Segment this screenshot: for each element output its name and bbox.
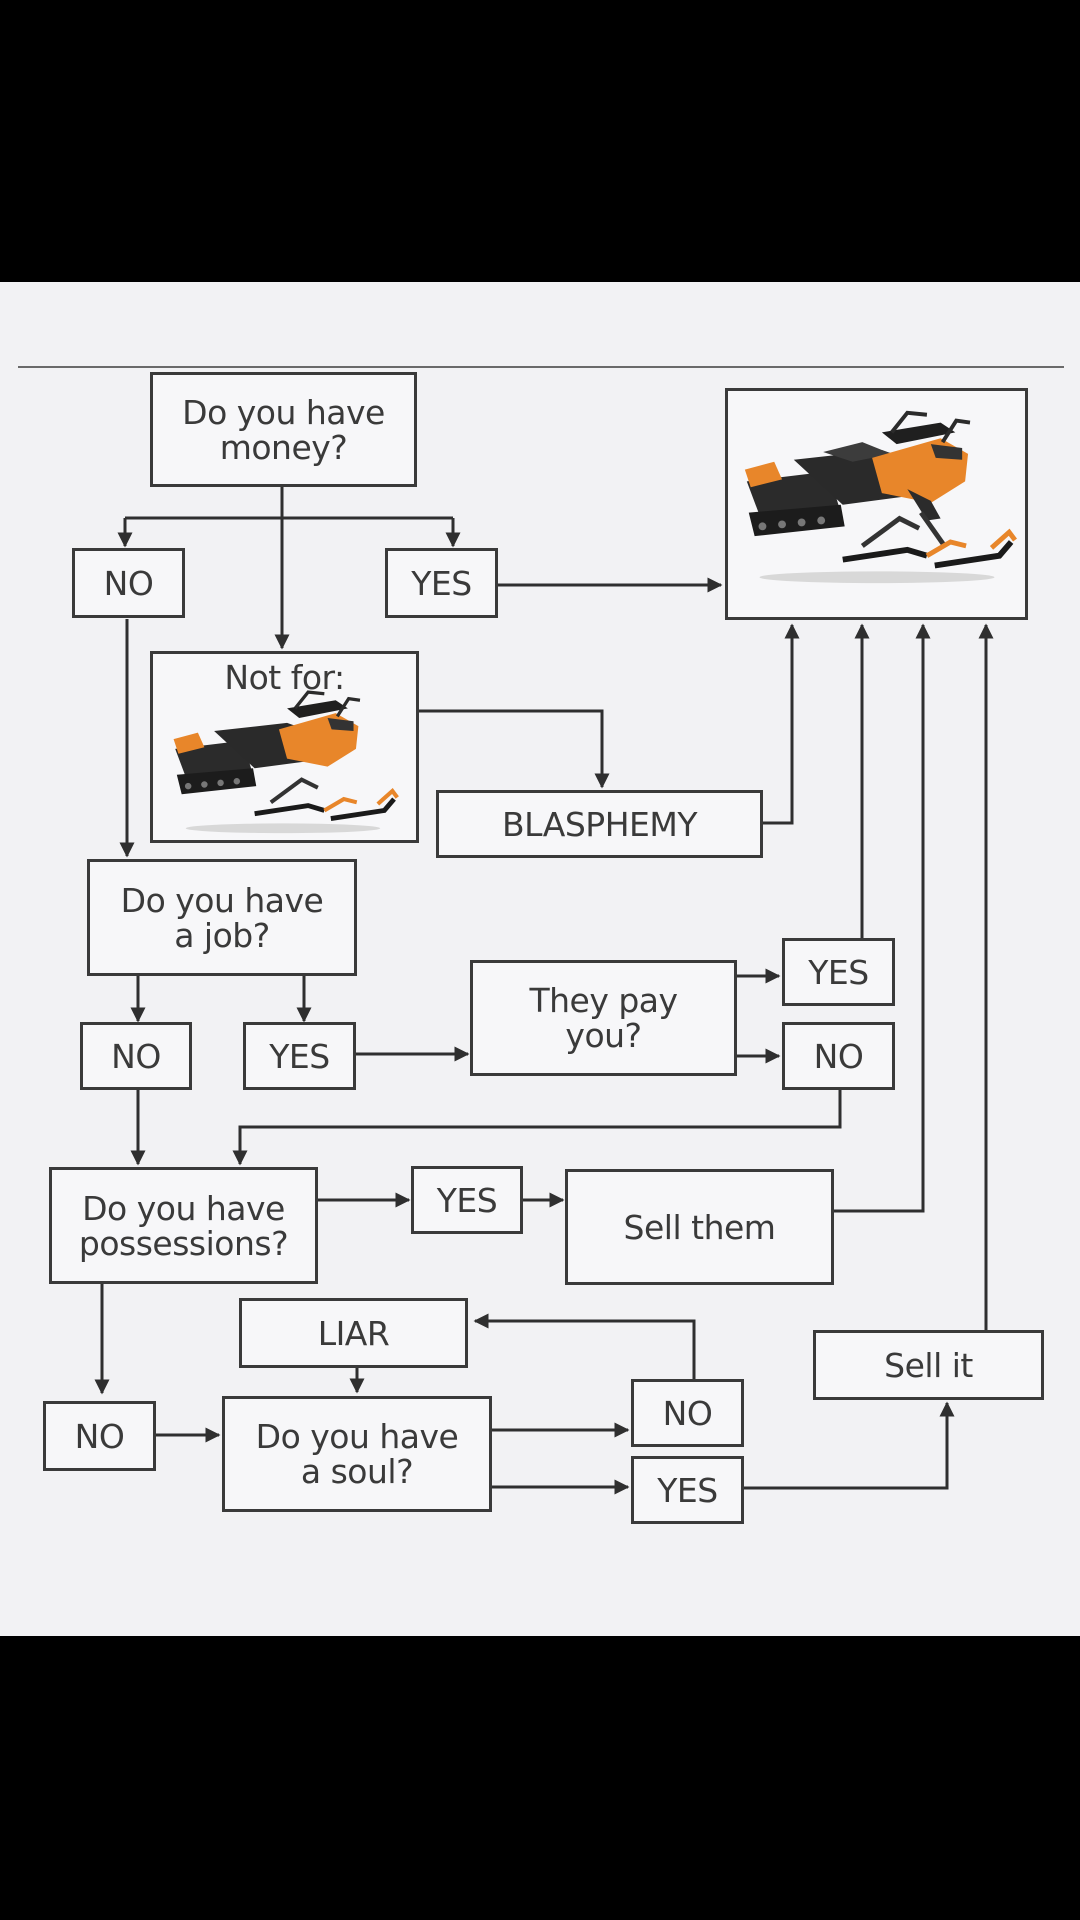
job-question-box: Do you have a job?: [87, 859, 357, 976]
goal-snowmobile-box: [725, 388, 1028, 620]
blasphemy-box: BLASPHEMY: [436, 790, 763, 858]
money-yes-box: YES: [385, 548, 498, 618]
money-question-box: Do you have money?: [150, 372, 417, 487]
arrow: [473, 1313, 696, 1379]
possessions-yes-box: YES: [411, 1166, 523, 1234]
pay-yes-box: YES: [782, 938, 895, 1006]
top-divider: [18, 366, 1064, 368]
possessions-question-box: Do you have possessions?: [49, 1167, 318, 1284]
sell-it-box: Sell it: [813, 1330, 1044, 1400]
arrow: [763, 623, 800, 825]
money-no-box: NO: [72, 548, 185, 618]
sell-them-box: Sell them: [565, 1169, 834, 1285]
pay-question-box: They pay you?: [470, 960, 737, 1076]
job-no-box: NO: [80, 1022, 192, 1090]
liar-box: LIAR: [239, 1298, 468, 1368]
job-yes-box: YES: [243, 1022, 356, 1090]
pay-no-box: NO: [782, 1022, 895, 1090]
possessions-no-box: NO: [43, 1401, 156, 1471]
snowmobile-image: [173, 690, 399, 834]
arrow: [833, 623, 931, 1213]
snowmobile-image: [744, 410, 1017, 584]
arrow: [743, 1401, 955, 1490]
arrow: [419, 709, 610, 789]
soul-yes-box: YES: [631, 1456, 744, 1524]
arrow: [232, 1090, 842, 1166]
soul-no-box: NO: [631, 1379, 744, 1447]
soul-question-box: Do you have a soul?: [222, 1396, 492, 1512]
